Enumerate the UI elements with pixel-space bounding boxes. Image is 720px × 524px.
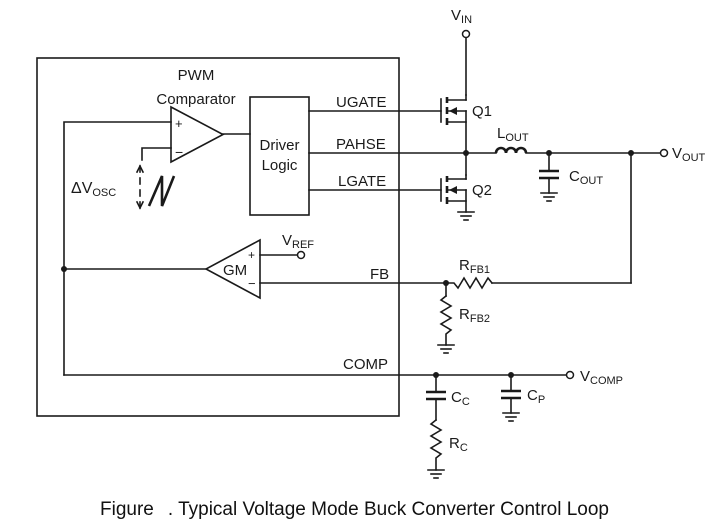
lout-label: LOUT: [497, 125, 529, 144]
cc-label: CC: [451, 389, 470, 408]
gm-label: GM: [223, 262, 247, 279]
logic-label: Logic: [262, 157, 298, 174]
rfb2-resistor: [439, 294, 453, 346]
delta-v-osc-label: ΔVOSC: [71, 180, 116, 199]
pwm-comparator: + −: [170, 105, 225, 164]
cp-ground-icon: [502, 412, 520, 422]
vref-label: VREF: [282, 232, 314, 251]
cout-label: COUT: [569, 168, 603, 187]
q1-mosfet: Q1: [440, 94, 492, 154]
phase-pin-label: PAHSE: [336, 136, 386, 153]
cc-capacitor: CC: [426, 374, 470, 421]
vin-label: VIN: [451, 7, 472, 26]
cout-capacitor: COUT: [539, 152, 603, 194]
rfb1-resistor: [445, 276, 494, 290]
output-inductor: [494, 146, 528, 154]
figure-caption: Figure . Typical Voltage Mode Buck Conver…: [100, 499, 609, 520]
fb-pin-label: FB: [370, 266, 389, 283]
driver-label: Driver: [260, 137, 300, 154]
rc-ground-icon: [427, 469, 445, 479]
ugate-pin-label: UGATE: [336, 94, 387, 111]
q2-ground-icon: [457, 211, 475, 221]
cp-label: CP: [527, 387, 545, 406]
q1-label: Q1: [472, 103, 492, 120]
gm-amplifier: GM + −: [204, 238, 261, 300]
vout-label: VOUT: [672, 145, 706, 164]
rc-label: RC: [449, 435, 468, 454]
controller-ic-box: [36, 57, 400, 417]
comparator-plus: +: [175, 116, 183, 131]
vcomp-label: VCOMP: [580, 368, 623, 387]
gm-minus: −: [248, 276, 256, 291]
driver-logic-box: [249, 96, 310, 216]
figure-title: . Typical Voltage Mode Buck Converter Co…: [168, 499, 609, 520]
oscillator-ramp: ΔVOSC: [71, 147, 176, 210]
rfb1-label: RFB1: [459, 257, 490, 276]
rfb2-label: RFB2: [459, 306, 490, 325]
comparator-minus: −: [175, 144, 183, 160]
rfb2-ground-icon: [437, 344, 455, 354]
cout-ground-icon: [540, 192, 558, 202]
pwm-label: PWM: [178, 67, 215, 84]
rc-resistor: [429, 418, 443, 471]
q2-label: Q2: [472, 182, 492, 199]
comparator-label: Comparator: [156, 91, 235, 108]
cp-capacitor: CP: [501, 374, 545, 414]
lgate-pin-label: LGATE: [338, 173, 386, 190]
gm-plus: +: [248, 248, 255, 262]
figure-prefix: Figure: [100, 499, 154, 520]
comp-pin-label: COMP: [343, 356, 388, 373]
q2-mosfet: Q2: [440, 174, 492, 213]
